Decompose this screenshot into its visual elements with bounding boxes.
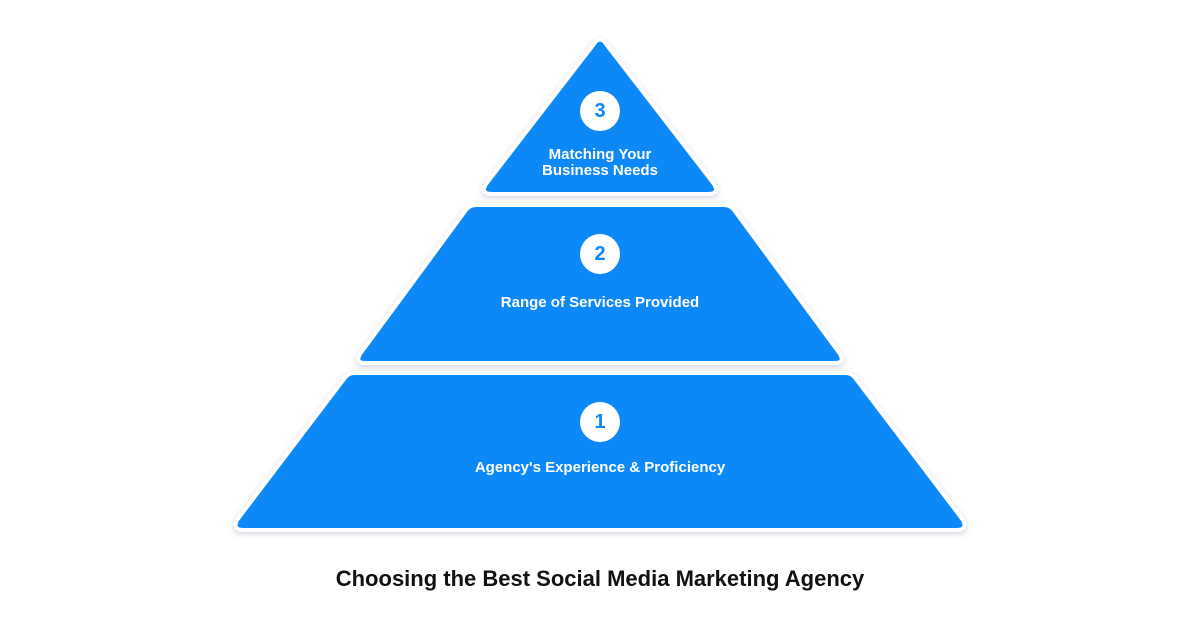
tier-1-number: 1 — [594, 410, 606, 433]
tier-3-number-badge: 3 — [580, 91, 620, 131]
tier-1-label: Agency's Experience & Proficiency — [474, 459, 726, 476]
tier-2-label: Range of Services Provided — [500, 294, 700, 311]
tier-2-number: 2 — [594, 242, 606, 265]
pyramid-tier-1-shape — [233, 371, 967, 532]
tier-2-number-badge: 2 — [580, 234, 620, 274]
tier-3-number: 3 — [594, 99, 606, 122]
tier-3-label-line2: Business Needs — [542, 162, 658, 179]
tier-1-number-badge: 1 — [580, 402, 620, 442]
pyramid-tier-2-shape — [356, 203, 844, 365]
diagram-title: Choosing the Best Social Media Marketing… — [335, 566, 865, 591]
tier-3-label: Matching Your Business Needs — [542, 147, 658, 179]
tier-3-label-line1: Matching Your — [548, 146, 652, 163]
